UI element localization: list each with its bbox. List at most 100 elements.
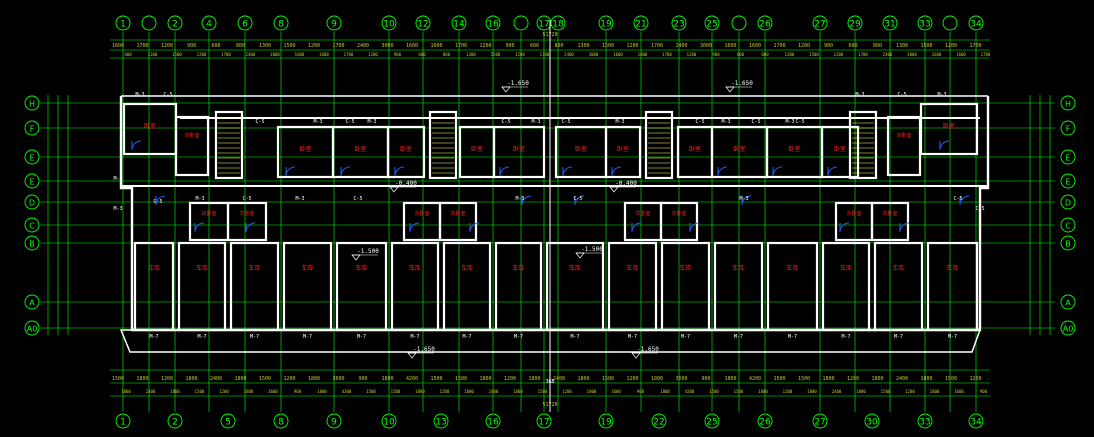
axis-label-right: F (1066, 125, 1071, 134)
dimension-text-top: 1700 (455, 43, 467, 49)
dimension-text-top-2: 900 (394, 52, 402, 57)
dimension-text-top: 1600 (430, 43, 442, 49)
garage-door-tag: M-7 (628, 334, 637, 340)
door-swing (285, 166, 296, 177)
axis-label-top: 26 (759, 20, 771, 30)
dimension-text-top-2: 1700 (858, 52, 868, 57)
dimension-text-top-2: 800 (761, 52, 769, 57)
dimension-text-bottom-2: 1200 (219, 389, 229, 394)
garage-label: 车库 (626, 264, 638, 272)
dimension-text-top-2: 1500 (172, 52, 182, 57)
axis-bubble-left (24, 294, 40, 310)
bedroom-label: 卧室 (471, 145, 483, 153)
elevation-mid-left: -0.400 (395, 180, 417, 187)
dimension-text-bottom-2: 1800 (170, 389, 180, 394)
axis-bubble-top (513, 15, 529, 31)
garage-wall (177, 241, 227, 332)
small-room-wall (174, 115, 210, 177)
dimension-text-bottom-2: 900 (637, 389, 645, 394)
mid-room-label: 次卧室 (201, 210, 216, 217)
axis-bubble-bottom (812, 413, 828, 429)
garage-wall (442, 241, 492, 332)
opening-tag: M-3 (313, 119, 322, 125)
dimension-text-bottom: 2400 (896, 376, 908, 382)
bedroom-label: 卧室 (513, 145, 525, 153)
dimension-text-bottom-2: 3600 (268, 389, 278, 394)
dimension-text-top-2: 1600 (613, 52, 623, 57)
elevation-top-left: -1.650 (507, 80, 529, 87)
dimension-text-top-2: 1600 (295, 52, 305, 57)
axis-bubble-top (847, 15, 863, 31)
dimension-text-bottom: 1800 (234, 376, 246, 382)
axis-label-right: D (1065, 199, 1071, 208)
opening-tag: C-5 (975, 206, 984, 212)
dimension-text-top-2: 1700 (344, 52, 354, 57)
garage-wall (607, 241, 658, 332)
axis-bubble-top (381, 15, 397, 31)
opening-tag: C-5 (345, 119, 354, 125)
dimension-text-top-2: 1200 (687, 52, 697, 57)
garage-label: 车库 (355, 264, 367, 272)
axis-label-top: 14 (453, 20, 465, 30)
axis-bubble-top (917, 15, 933, 31)
dimension-text-bottom: 1200 (283, 376, 295, 382)
dimension-text-bottom: 1500 (430, 376, 442, 382)
bedroom-label: 卧室 (689, 145, 701, 153)
dimension-text-bottom-2: 4200 (342, 389, 352, 394)
opening-tag: M-3 (785, 119, 794, 125)
axis-label-top: 4 (206, 20, 212, 30)
dimension-text-bottom-2: 1800 (464, 389, 474, 394)
axis-bubble-bottom (598, 413, 614, 429)
dimension-text-top: 3000 (700, 43, 712, 49)
axis-label-top: 34 (970, 20, 982, 30)
dimension-text-bottom-2: 1800 (930, 389, 940, 394)
dimension-text-bottom-2: 1500 (391, 389, 401, 394)
dimension-text-bottom-2: 1500 (734, 389, 744, 394)
axis-label-top: 12 (417, 20, 428, 30)
dimension-text-bottom-2: 1200 (783, 389, 793, 394)
garage-wall (821, 241, 871, 332)
dimension-text-bottom: 1800 (871, 376, 883, 382)
axis-label-bottom: 2 (172, 418, 178, 428)
axis-label-left: D (29, 199, 35, 208)
elevation-mid-left-symbol (389, 186, 399, 193)
axis-label-top: 29 (849, 20, 861, 30)
axis-bubble-bottom (651, 413, 667, 429)
dimension-text-top-2: 2400 (564, 52, 574, 57)
opening-tag: M-3 (739, 196, 748, 202)
garage-wall (335, 241, 388, 332)
door-swing (611, 166, 622, 177)
door-swing (499, 166, 510, 177)
axis-label-left: E (29, 154, 34, 163)
axis-label-top: 10 (383, 20, 395, 30)
garage-door-tag: M-7 (149, 334, 158, 340)
dimension-text-top: 1200 (161, 43, 173, 49)
bedroom-label: 卧室 (617, 145, 629, 153)
axis-label-top: 8 (278, 20, 284, 30)
door-swing (469, 222, 480, 233)
garage-wall (390, 241, 440, 332)
axis-bubble-left (24, 217, 40, 233)
garage-door-tag: M-7 (357, 334, 366, 340)
axis-label-left: H (29, 100, 35, 109)
garage-label: 车库 (679, 264, 691, 272)
opening-tag: M-3 (135, 92, 144, 98)
dimension-text-top: 1200 (308, 43, 320, 49)
elevation-garage-left: -1.500 (357, 248, 379, 255)
dimension-text-bottom-2: 1500 (366, 389, 376, 394)
dimension-text-top-2: 1200 (834, 52, 844, 57)
garage-wall (229, 241, 280, 332)
dimension-text-top-2: 3000 (907, 52, 917, 57)
bedroom-wall (386, 125, 426, 179)
garage-wall (494, 241, 543, 332)
mid-room-wall (659, 201, 699, 242)
dimension-text-top: 600 (530, 43, 539, 49)
dimension-text-top-2: 900 (712, 52, 720, 57)
dimension-text-top: 1300 (577, 43, 589, 49)
axis-label-bottom: 27 (814, 418, 825, 428)
dimension-text-top: 1600 (749, 43, 761, 49)
axis-bubble-bottom (381, 413, 397, 429)
small-room-label: 次卧室 (184, 132, 199, 139)
dimension-text-top-2: 3000 (589, 52, 599, 57)
